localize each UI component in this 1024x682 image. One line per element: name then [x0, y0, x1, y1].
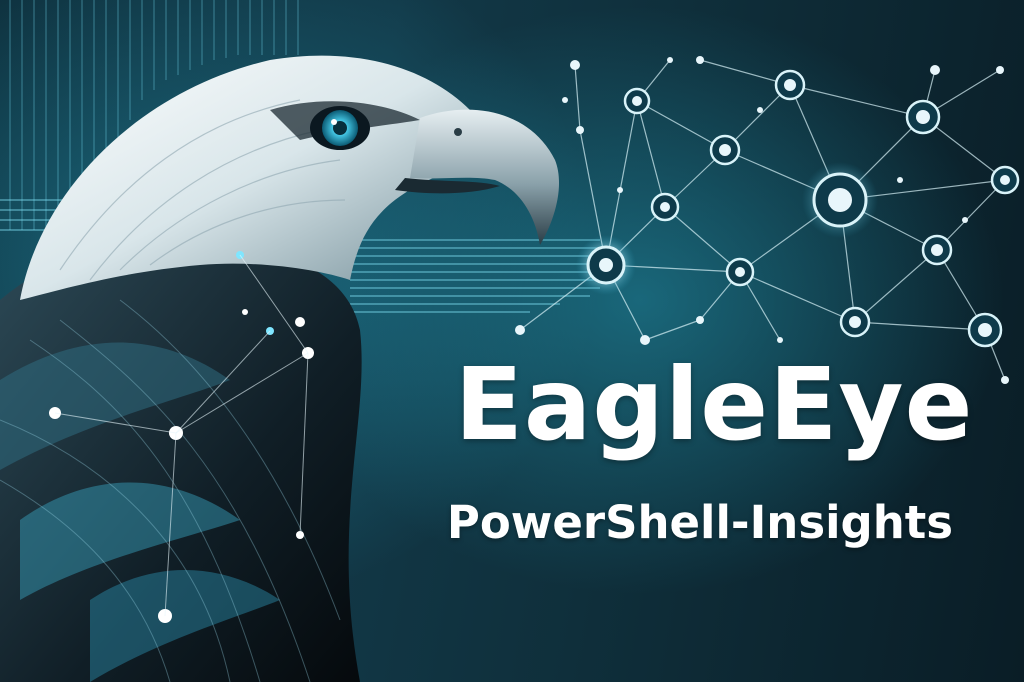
- banner-subtitle: PowerShell-Insights: [446, 496, 954, 549]
- grid-lines: [9, 0, 299, 230]
- eagle-eye: [310, 106, 370, 150]
- banner-title: EagleEye: [454, 346, 974, 463]
- eagle-body: [0, 237, 362, 682]
- network-nodes: [515, 56, 1020, 384]
- feather-particles: [49, 251, 314, 623]
- eagle-beak: [395, 109, 560, 245]
